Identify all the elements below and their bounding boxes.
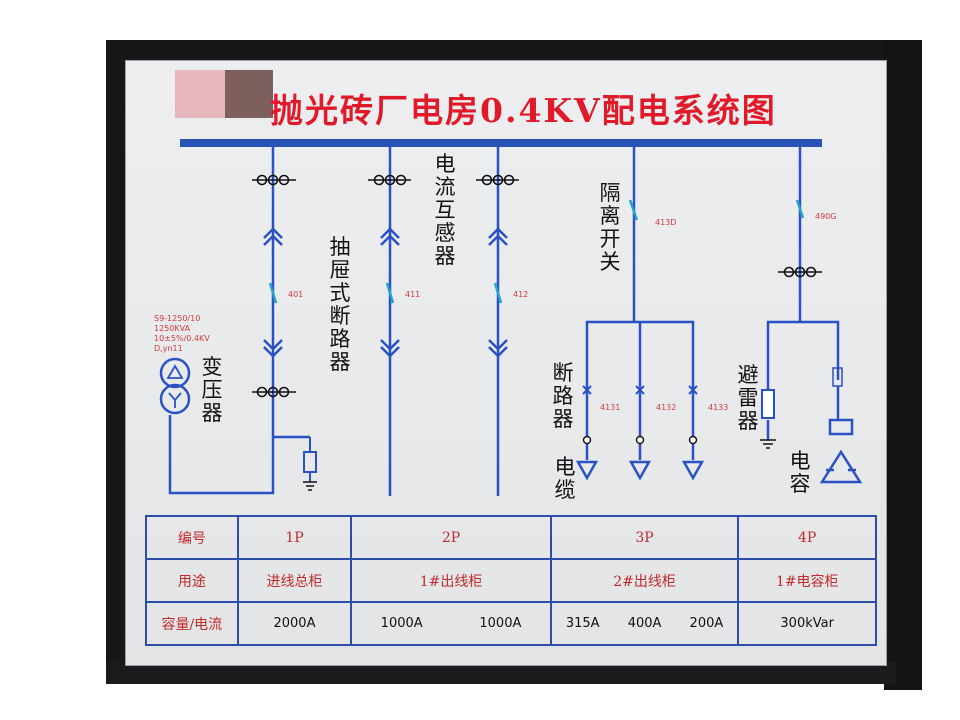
code-401: 401 <box>288 290 304 299</box>
number-2P: 2P <box>350 515 552 560</box>
capacity-1P: 2000A <box>236 601 353 646</box>
row-header-capacity: 容量/电流 <box>145 601 239 646</box>
transformer-spec-2: 1250KVA <box>154 324 191 333</box>
board-frame-right <box>884 40 922 690</box>
breaker-x-4131 <box>582 385 592 395</box>
label-breaker: 断路器 <box>552 361 574 431</box>
label-cable: 电缆 <box>554 455 576 502</box>
code-412: 412 <box>513 290 529 299</box>
use-1P: 进线总柜 <box>236 558 353 603</box>
label-current-transformer: 电流互感器 <box>434 152 456 268</box>
capacity-3P: 315A 400A 200A <box>549 601 740 646</box>
ct-1P-bottom <box>252 386 296 398</box>
code-413D: 413D <box>655 218 677 227</box>
isolator-blade-3P <box>628 199 639 221</box>
capacity-2P: 1000A 1000A <box>350 601 552 646</box>
table-row-use: 用途 进线总柜 1#出线柜 2#出线柜 1#电容柜 <box>145 558 877 603</box>
cabinet-table: 编号 1P 2P 3P 4P 用途 进线总柜 1#出线柜 2#出线柜 1#电容柜… <box>145 515 877 646</box>
use-2P: 1#出线柜 <box>350 558 552 603</box>
board-frame-bottom <box>106 662 896 684</box>
capacity-3P-b: 400A <box>627 616 662 631</box>
code-4132: 4132 <box>656 403 677 412</box>
arrester-1P <box>303 437 317 482</box>
label-drawout-breaker: 抽屉式断路器 <box>329 235 351 374</box>
breaker-blade-1P <box>268 282 278 304</box>
label-arrester: 避雷器 <box>737 363 759 433</box>
ground-1P <box>303 481 317 491</box>
code-4133: 4133 <box>708 403 729 412</box>
arrester-4P <box>761 389 775 419</box>
transformer-spec-4: D,yn11 <box>154 344 183 353</box>
row-header-number: 编号 <box>145 515 239 560</box>
ct-2P-b <box>476 174 519 186</box>
ct-1P-top <box>252 174 296 186</box>
capacity-3P-c: 200A <box>689 616 724 631</box>
feeder-4P-split <box>766 320 840 390</box>
cable-node-2 <box>635 435 645 445</box>
capacity-2P-a: 1000A <box>380 616 423 631</box>
cable-node-1 <box>582 435 592 445</box>
main-busbar <box>180 139 822 147</box>
table-row-number: 编号 1P 2P 3P 4P <box>145 515 877 560</box>
label-isolating-switch: 隔离开关 <box>599 181 621 274</box>
code-411: 411 <box>405 290 421 299</box>
breaker-x-4133 <box>688 385 698 395</box>
use-4P: 1#电容柜 <box>737 558 877 603</box>
number-4P: 4P <box>737 515 877 560</box>
capacity-4P: 300kVar <box>737 601 877 646</box>
diagram-title: 抛光砖厂电房0.4KV配电系统图 <box>270 91 777 130</box>
label-transformer: 变压器 <box>201 355 223 425</box>
table-row-capacity: 容量/电流 2000A 1000A 1000A 315A 400A 200A 3… <box>145 601 877 646</box>
isolator-blade-4P <box>795 199 805 219</box>
capacity-3P-a: 315A <box>565 616 600 631</box>
transformer-spec-3: 10±5%/0.4KV <box>154 334 210 343</box>
capacitor-symbol <box>819 367 863 484</box>
cable-end-2 <box>628 460 652 481</box>
drawout-2P-a <box>380 227 400 358</box>
blurred-logo-part2 <box>225 70 273 118</box>
row-header-use: 用途 <box>145 558 239 603</box>
code-490G: 490G <box>815 212 837 221</box>
cable-node-3 <box>688 435 698 445</box>
cable-end-1 <box>575 460 599 481</box>
number-3P: 3P <box>549 515 740 560</box>
transformer-symbol <box>159 357 191 415</box>
number-1P: 1P <box>236 515 353 560</box>
transformer-connection <box>168 415 275 495</box>
code-4131: 4131 <box>600 403 621 412</box>
capacity-2P-b: 1000A <box>479 616 522 631</box>
transformer-spec-1: S9-1250/10 <box>154 314 201 323</box>
use-3P: 2#出线柜 <box>549 558 740 603</box>
breaker-blade-2P-a <box>385 282 395 304</box>
ground-4P <box>760 439 776 449</box>
drawout-2P-b <box>488 227 508 358</box>
label-capacitor: 电容 <box>789 449 811 496</box>
breaker-x-4132 <box>635 385 645 395</box>
cable-end-3 <box>681 460 705 481</box>
ct-4P <box>778 266 822 278</box>
breaker-blade-2P-b <box>493 282 503 304</box>
ct-2P-a <box>368 174 411 186</box>
drawout-1P <box>263 227 283 358</box>
blurred-logo-part1 <box>175 70 225 118</box>
